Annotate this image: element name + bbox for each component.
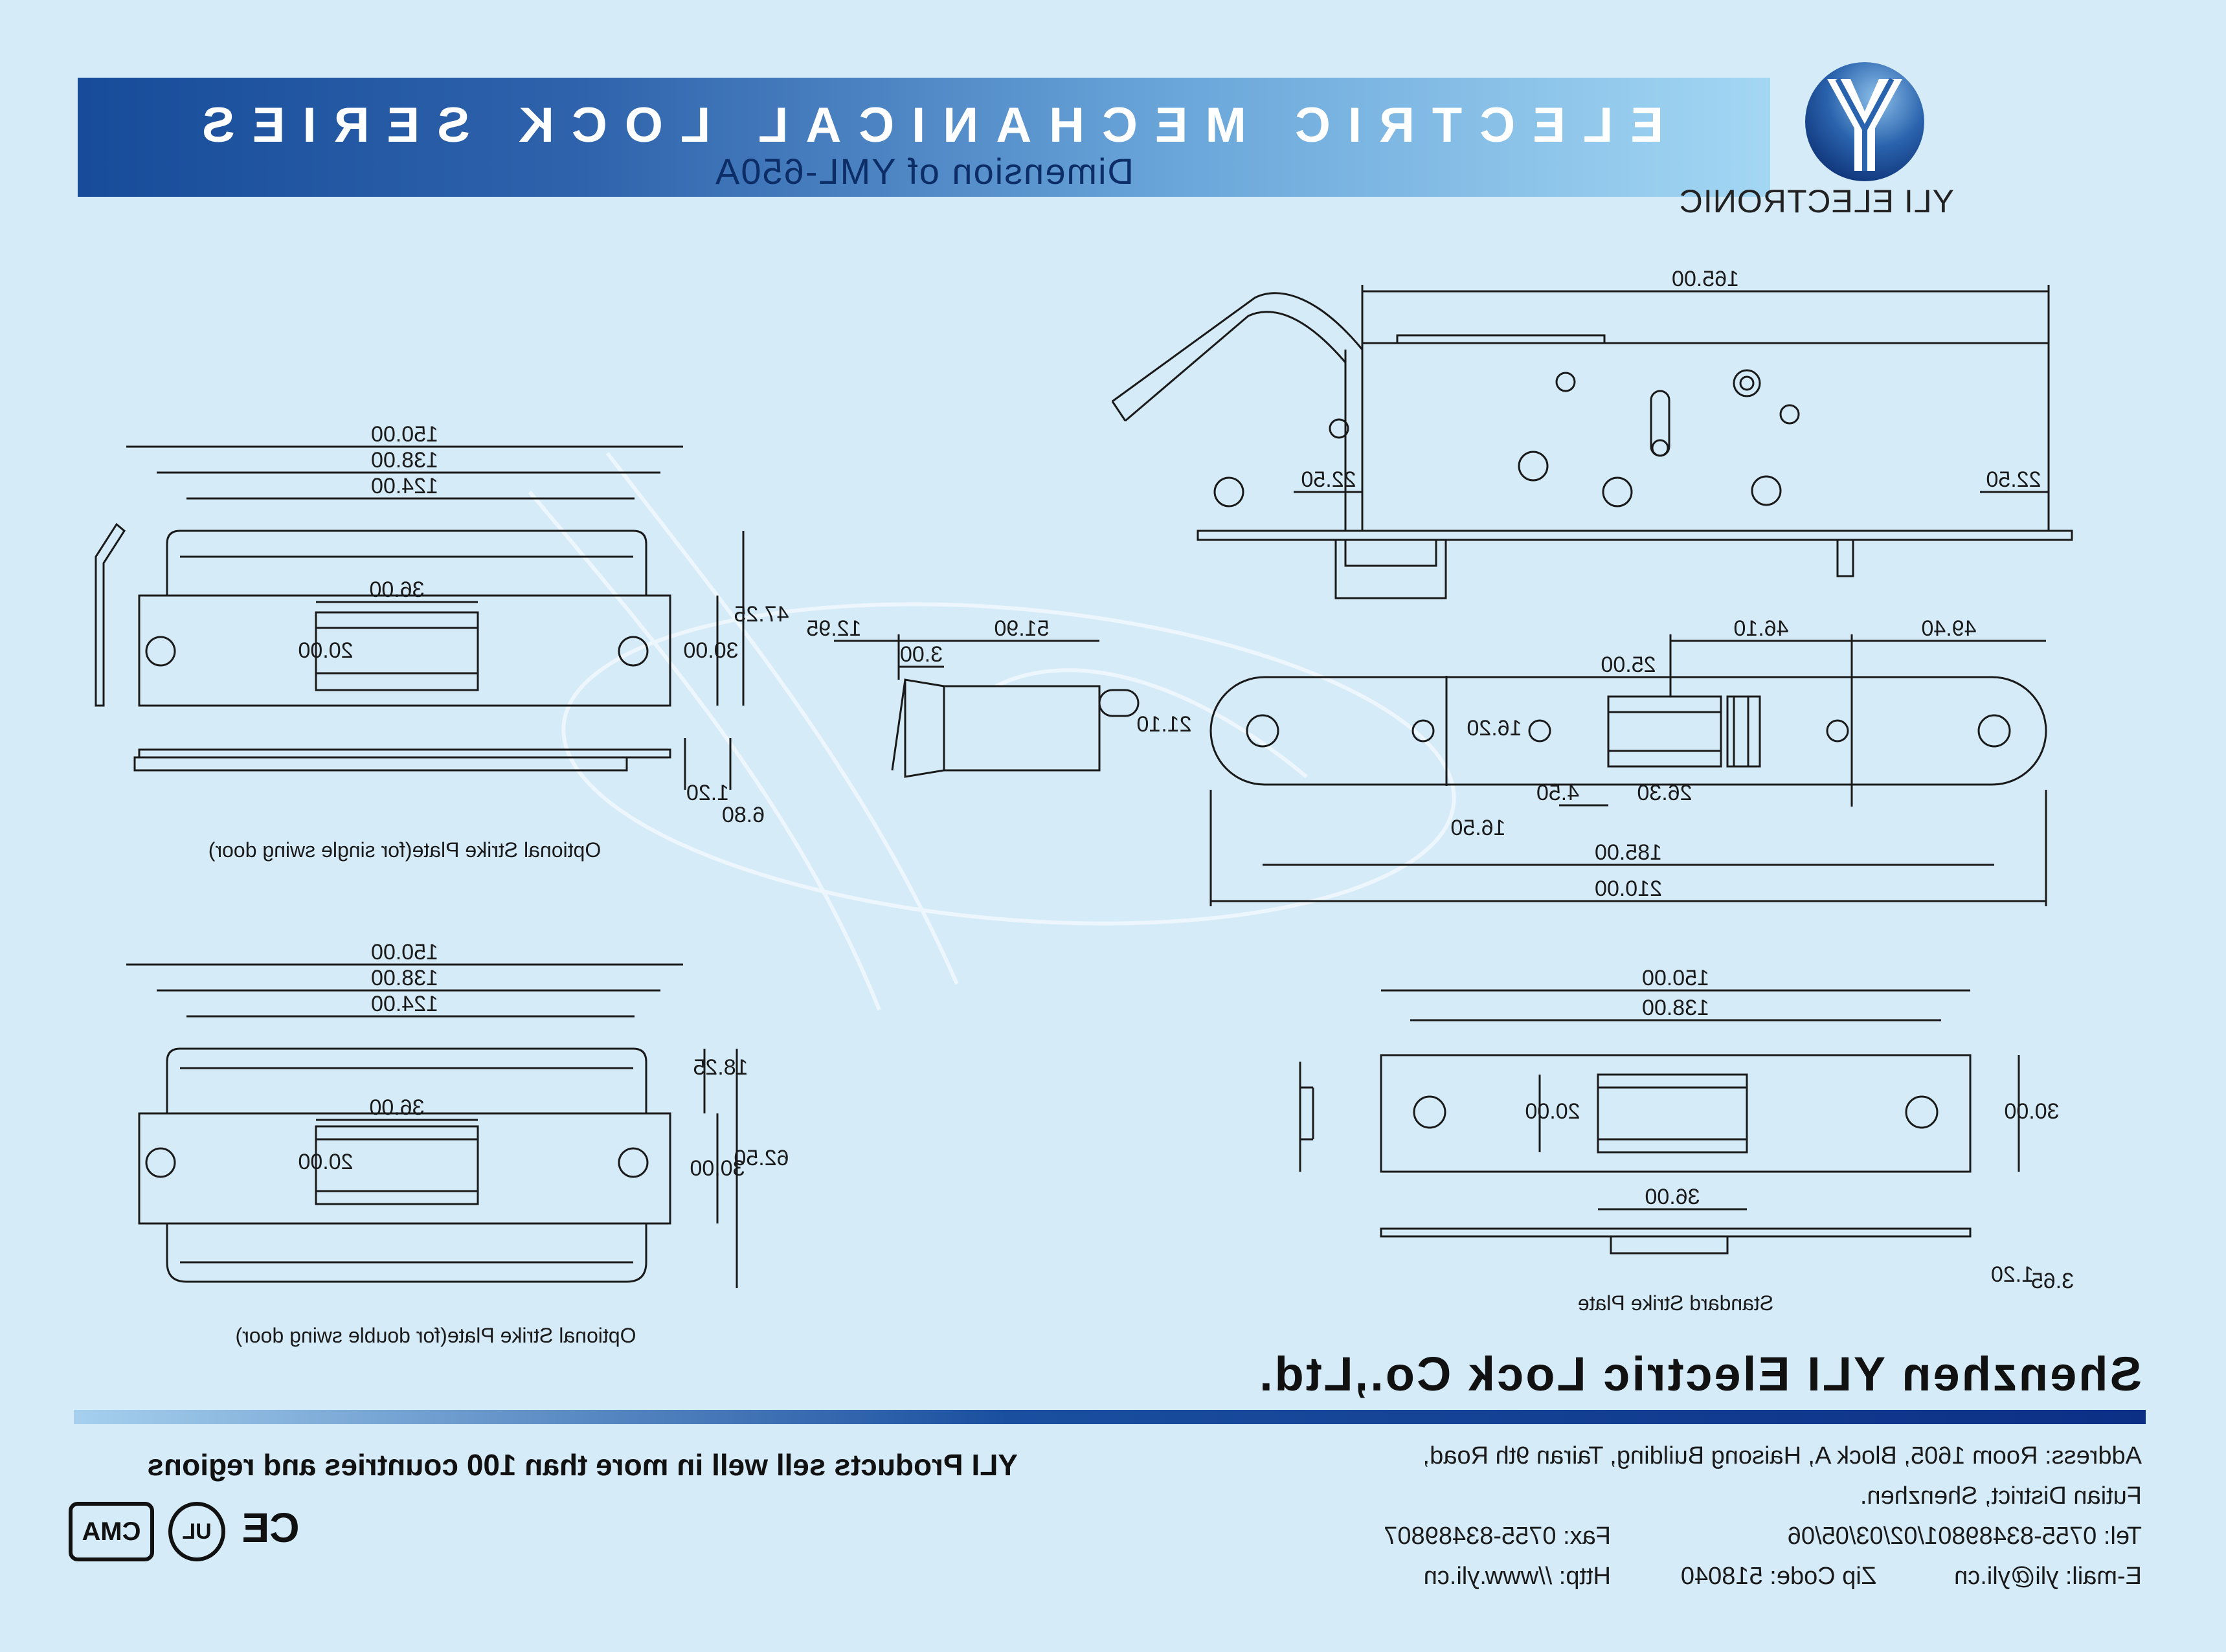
standard-width-outer-label: 150.00 [1642, 966, 1709, 990]
caption-strike-standard: Standard Strike Plate [1578, 1291, 1773, 1315]
certification-marks: CE UL CMA [63, 1502, 300, 1561]
lock-body-drawing [1111, 285, 2073, 599]
footer-band [74, 1410, 2146, 1424]
faceplate-drawing [1209, 634, 2047, 906]
standard-plate-height-label: 30.00 [2004, 1099, 2059, 1124]
slogan: YLI Products sell well in more than 100 … [147, 1448, 1018, 1482]
faceplate-window-height-label: 16.20 [1467, 716, 1522, 741]
caption-strike-double: Optional Strike Plate(for double swing d… [236, 1324, 636, 1347]
lock-length-label: 165.00 [1672, 267, 1739, 291]
address-line-2: Futian District, Shenzhen. [1860, 1482, 2142, 1510]
single-depth-label: 6.80 [722, 803, 765, 827]
bolt-total-label: 51.90 [994, 616, 1049, 641]
strike-double-drawing [126, 963, 738, 1288]
bolt-diameter-label: 21.10 [1136, 712, 1191, 737]
faceplate-length-label: 210.00 [1595, 876, 1662, 901]
double-total-height-label: 62.50 [734, 1146, 789, 1170]
watermark-swirl [528, 452, 1456, 1011]
lock-offset-right-label: 22.50 [1301, 467, 1356, 492]
standard-width-inner-label: 138.00 [1642, 996, 1709, 1020]
single-width-mid-label: 138.00 [371, 448, 438, 473]
single-total-height-label: 47.25 [734, 602, 789, 627]
ce-mark-icon: CE [242, 1504, 300, 1551]
faceplate-window-width-label: 26.30 [1637, 781, 1692, 805]
single-width-inner-label: 124.00 [371, 474, 438, 498]
faceplate-height-label: 25.00 [1601, 653, 1656, 677]
single-slot-width-label: 36.00 [369, 577, 424, 602]
caption-strike-single: Optional Strike Plate(for single swing d… [208, 838, 601, 862]
lock-offset-left-label: 22.50 [1986, 467, 2041, 492]
standard-depth-label: 3.65 [2031, 1269, 2074, 1293]
bolt-head-label: 12.95 [806, 616, 861, 641]
double-width-outer-label: 150.00 [371, 940, 438, 965]
ul-mark-icon: UL [168, 1502, 225, 1561]
dimension-labels: 165.00 22.50 22.50 49.40 46.10 25.00 16.… [298, 267, 2074, 1293]
single-thickness-label: 1.20 [686, 781, 729, 805]
double-slot-height-label: 20.00 [298, 1150, 353, 1174]
bolt-gap-label: 3.00 [900, 642, 943, 667]
double-lip-height-label: 18.25 [693, 1055, 748, 1080]
faceplate-offset-a-label: 46.10 [1733, 616, 1788, 641]
single-slot-height-label: 20.00 [298, 638, 353, 663]
strike-standard-drawing [1299, 989, 2020, 1255]
faceplate-latch-height-label: 16.50 [1450, 816, 1505, 840]
faceplate-offset-b-label: 49.40 [1921, 616, 1976, 641]
email-text: E-mail: yli@yli.cn [1954, 1563, 2142, 1590]
http-text[interactable]: Http: //www.yli.cn [1423, 1563, 1611, 1590]
standard-slot-height-label: 20.00 [1525, 1099, 1580, 1124]
tel-text: Tel: 0755-83489801/02/03/05/06 [1787, 1523, 2142, 1550]
zip-text: Zip Code: 518040 [1680, 1563, 1876, 1590]
standard-slot-width-label: 36.00 [1645, 1185, 1700, 1209]
faceplate-hole-spacing-label: 185.00 [1595, 840, 1662, 865]
strike-single-drawing [95, 445, 745, 790]
drawing-captions: Optional Strike Plate(for single swing d… [208, 838, 1773, 1347]
faceplate-latch-width-label: 4.50 [1536, 781, 1579, 805]
single-plate-height-label: 30.00 [683, 638, 738, 663]
fax-text: Fax: 0755-83489807 [1384, 1523, 1611, 1550]
single-width-outer-label: 150.00 [371, 422, 438, 447]
double-slot-width-label: 36.00 [369, 1095, 424, 1120]
cma-mark-icon: CMA [69, 1502, 154, 1561]
double-width-inner-label: 124.00 [371, 992, 438, 1016]
standard-thickness-label: 1.20 [1991, 1262, 2034, 1287]
company-name: Shenzhen YLI Electric Lock Co.,Ltd. [1257, 1347, 2142, 1401]
bolt-side-drawing [834, 634, 1140, 778]
double-width-mid-label: 138.00 [371, 966, 438, 990]
yli-y-emblem-icon [1805, 62, 1924, 181]
address-line-1: Address: Room 1605, Block A, Haisong Bui… [1422, 1442, 2142, 1469]
double-plate-height-label: 30.00 [690, 1156, 745, 1181]
